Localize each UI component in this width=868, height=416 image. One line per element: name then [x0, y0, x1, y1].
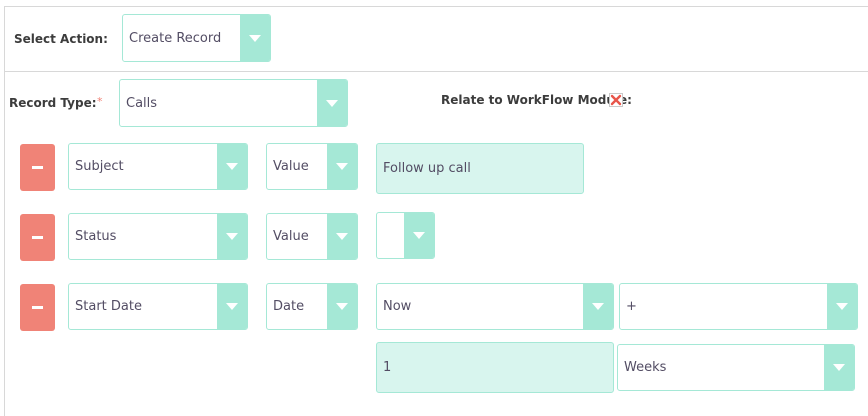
- chevron-down-icon[interactable]: [404, 213, 434, 258]
- select-action-label: Select Action:: [14, 32, 108, 46]
- subject-input[interactable]: Follow up call: [376, 143, 584, 194]
- date-unit-dropdown[interactable]: Weeks: [617, 344, 855, 391]
- minus-icon: [32, 236, 43, 239]
- date-operator-value: +: [626, 299, 637, 314]
- value-type-value: Value: [273, 229, 309, 244]
- date-amount-input[interactable]: 1: [376, 342, 614, 393]
- required-marker: *: [97, 95, 103, 108]
- date-unit-value: Weeks: [624, 360, 667, 375]
- close-icon: [610, 94, 622, 106]
- date-base-value: Now: [383, 299, 412, 314]
- chevron-down-icon[interactable]: [217, 214, 247, 259]
- field-dropdown[interactable]: Status: [68, 213, 248, 260]
- chevron-down-icon[interactable]: [327, 284, 357, 329]
- field-dropdown[interactable]: Start Date: [68, 283, 248, 330]
- status-dropdown[interactable]: [376, 212, 435, 259]
- field-dropdown[interactable]: Subject: [68, 143, 248, 190]
- chevron-down-icon[interactable]: [827, 284, 857, 329]
- minus-icon: [32, 166, 43, 169]
- chevron-down-icon[interactable]: [217, 144, 247, 189]
- date-base-dropdown[interactable]: Now: [376, 283, 614, 330]
- field-value: Start Date: [75, 299, 142, 314]
- subject-input-value: Follow up call: [383, 161, 471, 176]
- select-action-dropdown[interactable]: Create Record: [122, 14, 271, 62]
- remove-field-button[interactable]: [20, 214, 55, 261]
- workflow-action-panel: [4, 6, 868, 416]
- chevron-down-icon[interactable]: [327, 144, 357, 189]
- chevron-down-icon[interactable]: [240, 15, 270, 61]
- value-type-value: Date: [273, 299, 305, 314]
- field-value: Subject: [75, 159, 124, 174]
- value-type-dropdown[interactable]: Value: [266, 213, 358, 260]
- date-amount-value: 1: [383, 360, 392, 375]
- value-type-dropdown[interactable]: Value: [266, 143, 358, 190]
- relate-workflow-checkbox[interactable]: [609, 93, 623, 107]
- record-type-label: Record Type:: [9, 96, 97, 110]
- chevron-down-icon[interactable]: [583, 284, 613, 329]
- value-type-dropdown[interactable]: Date: [266, 283, 358, 330]
- minus-icon: [32, 306, 43, 309]
- chevron-down-icon[interactable]: [824, 345, 854, 390]
- remove-field-button[interactable]: [20, 144, 55, 191]
- relate-workflow-label: Relate to WorkFlow Module:: [441, 93, 632, 107]
- record-type-value: Calls: [126, 95, 158, 111]
- date-operator-dropdown[interactable]: +: [619, 283, 858, 330]
- divider: [5, 71, 868, 72]
- remove-field-button[interactable]: [20, 284, 55, 331]
- field-value: Status: [75, 229, 117, 244]
- record-type-dropdown[interactable]: Calls: [119, 79, 348, 127]
- chevron-down-icon[interactable]: [327, 214, 357, 259]
- chevron-down-icon[interactable]: [217, 284, 247, 329]
- value-type-value: Value: [273, 159, 309, 174]
- chevron-down-icon[interactable]: [317, 80, 347, 126]
- select-action-value: Create Record: [129, 30, 222, 46]
